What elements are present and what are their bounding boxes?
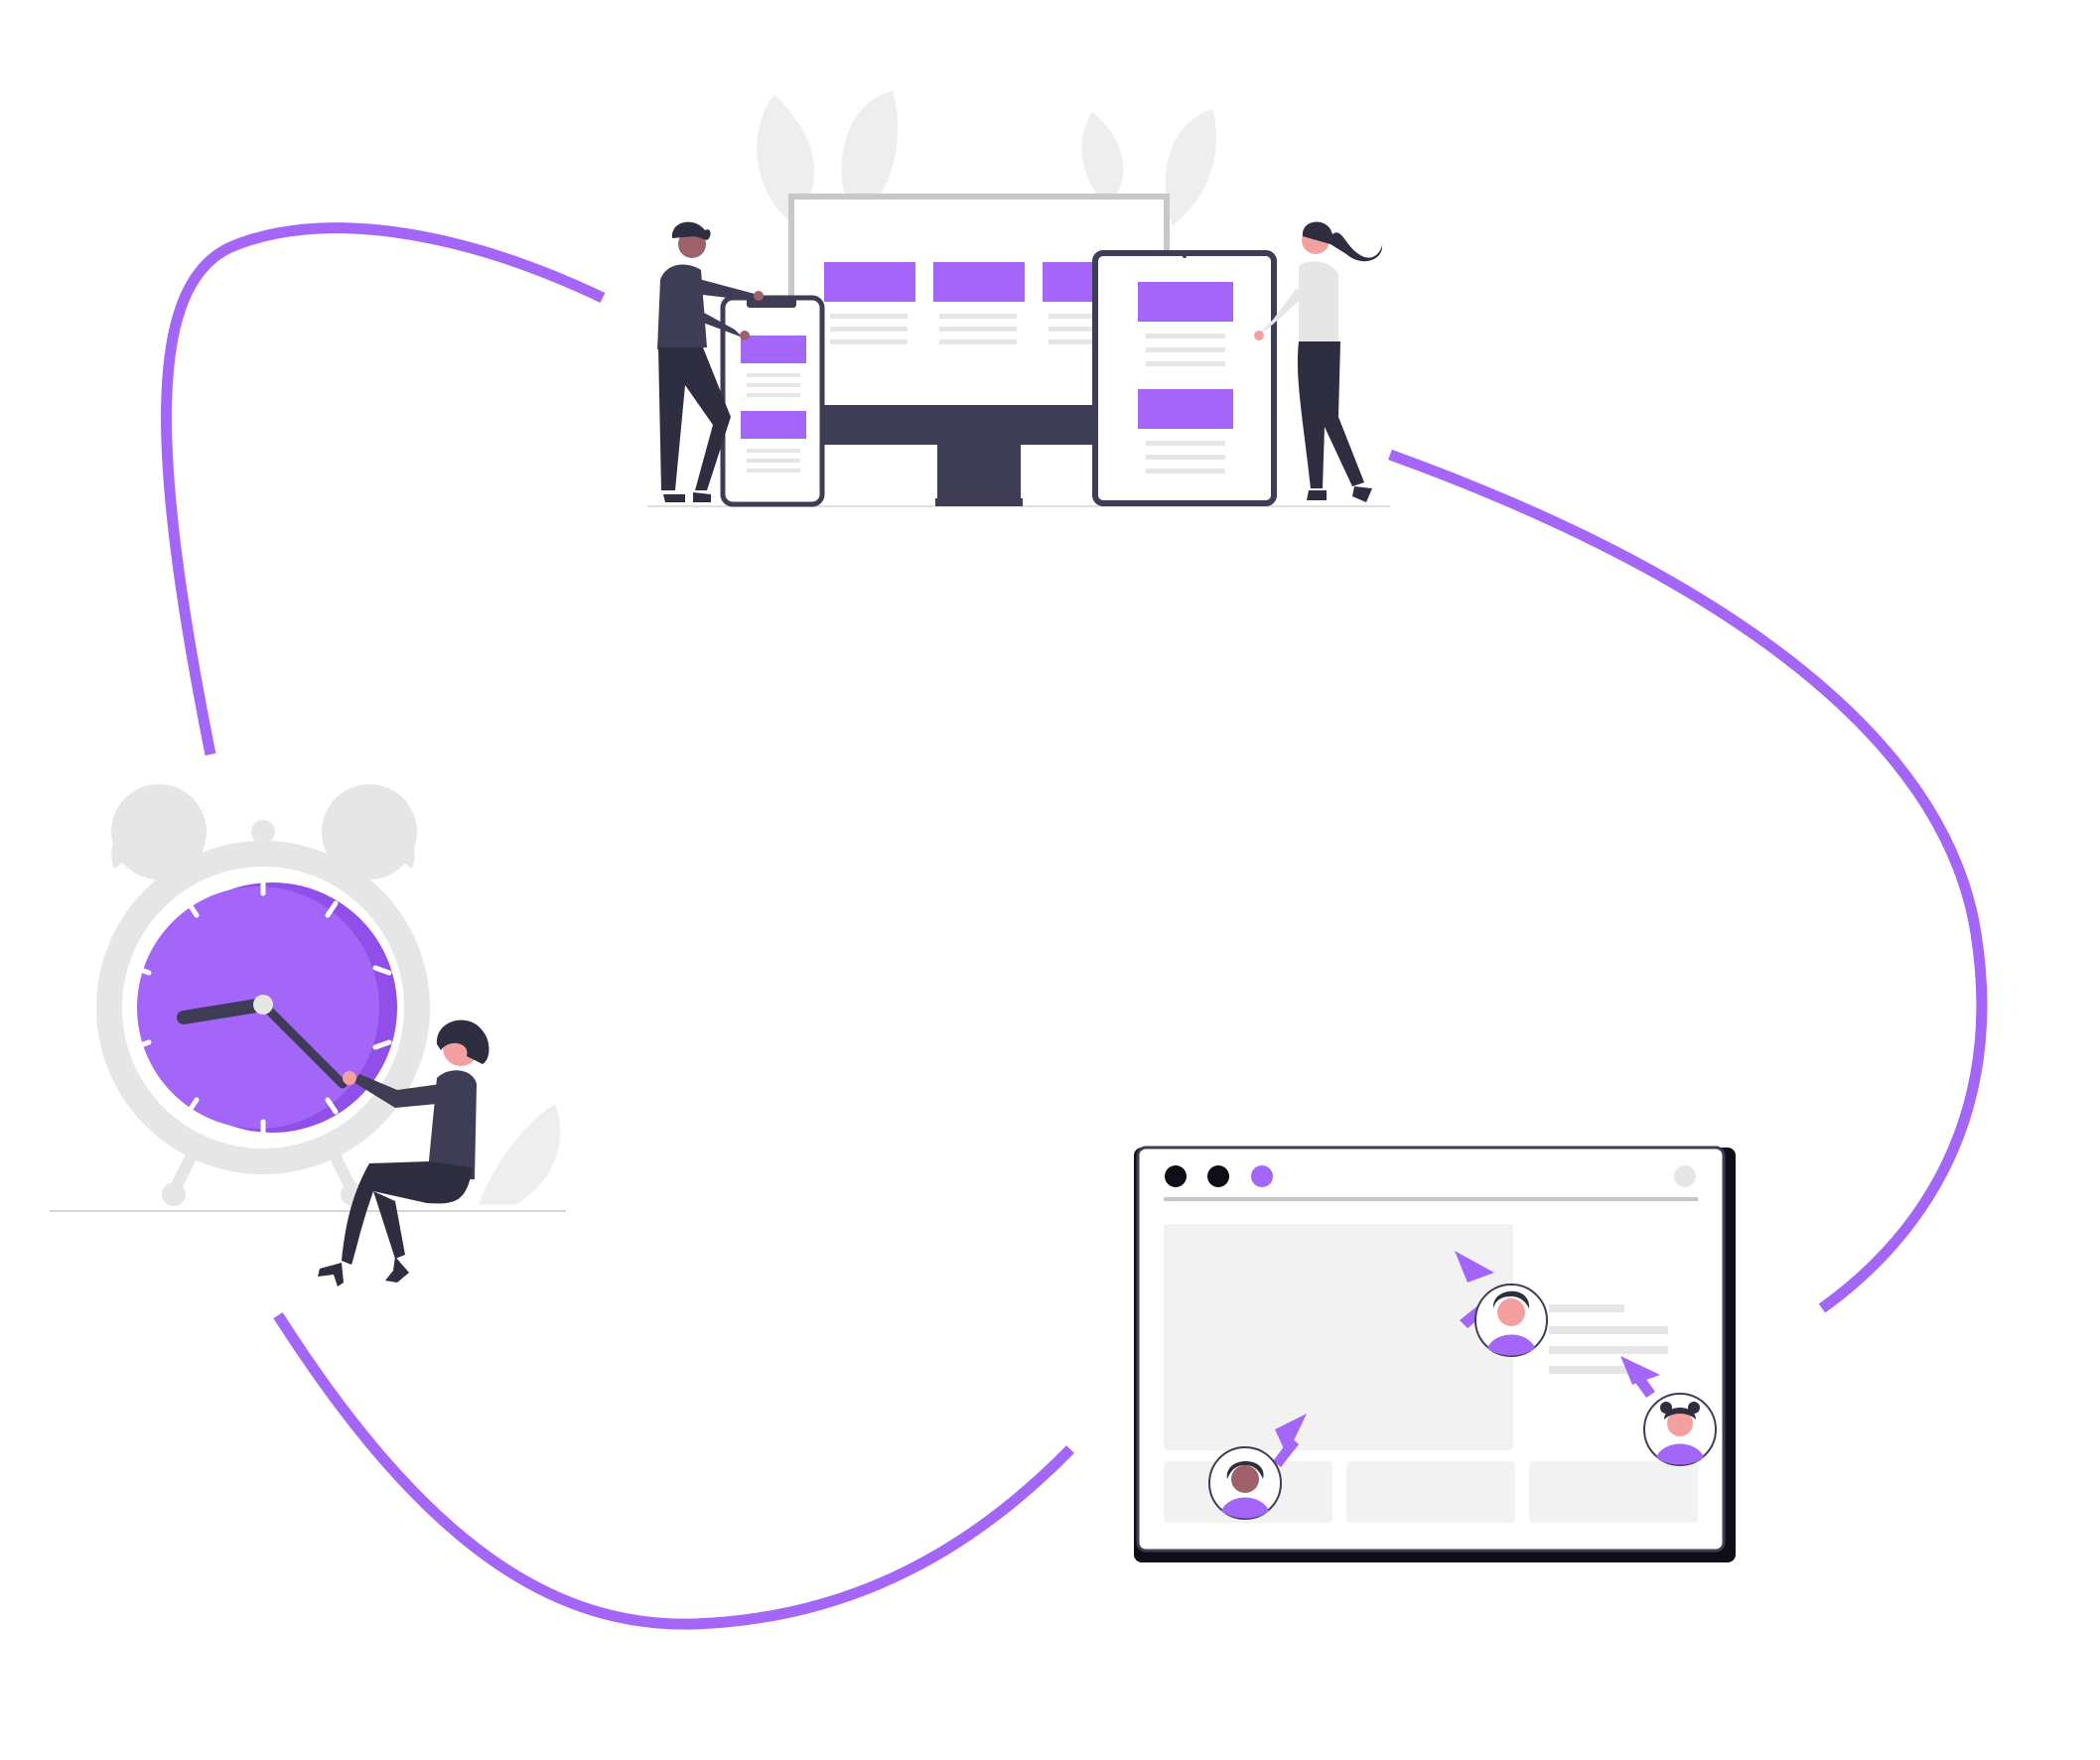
person-seated	[318, 1019, 490, 1286]
content-tile-3	[1529, 1461, 1698, 1523]
leaf-decoration-small	[474, 1099, 564, 1208]
browser-scene	[1134, 1146, 1736, 1562]
window-dot-3	[1251, 1165, 1273, 1187]
phone-card-2	[741, 411, 806, 439]
user-avatar-icon	[1208, 1446, 1282, 1520]
clock-scene	[50, 784, 566, 1286]
cycle-path	[161, 222, 1988, 1630]
user-avatar-icon	[1474, 1284, 1548, 1357]
monitor-card-2	[933, 262, 1025, 302]
tablet-card-1	[1138, 282, 1233, 322]
tablet-card-2	[1138, 389, 1233, 429]
clock-minute-hand	[258, 1000, 348, 1089]
clock-ticks	[132, 877, 392, 1139]
arc-bottom	[273, 1312, 1074, 1630]
clock-hour-hand	[177, 998, 270, 1024]
text-lines	[1549, 1304, 1668, 1374]
content-tile-2	[1346, 1461, 1515, 1523]
phone	[720, 295, 825, 507]
monitor-card-1	[824, 262, 915, 302]
user-avatar-icon	[1643, 1393, 1717, 1466]
arc-right	[1388, 449, 1988, 1313]
cursor-arrow-icon	[1620, 1356, 1660, 1398]
cursor-arrow-icon	[1273, 1414, 1307, 1467]
window-dot-2	[1207, 1165, 1229, 1187]
tablet	[1092, 250, 1277, 506]
person-man	[657, 221, 764, 502]
person-woman	[1254, 221, 1383, 502]
content-panel-large	[1164, 1224, 1513, 1450]
window-menu-dot	[1674, 1165, 1696, 1187]
arc-top-left	[161, 222, 606, 756]
window-dot-1	[1165, 1165, 1187, 1187]
devices-scene	[647, 87, 1390, 507]
phone-card-1	[741, 336, 806, 363]
